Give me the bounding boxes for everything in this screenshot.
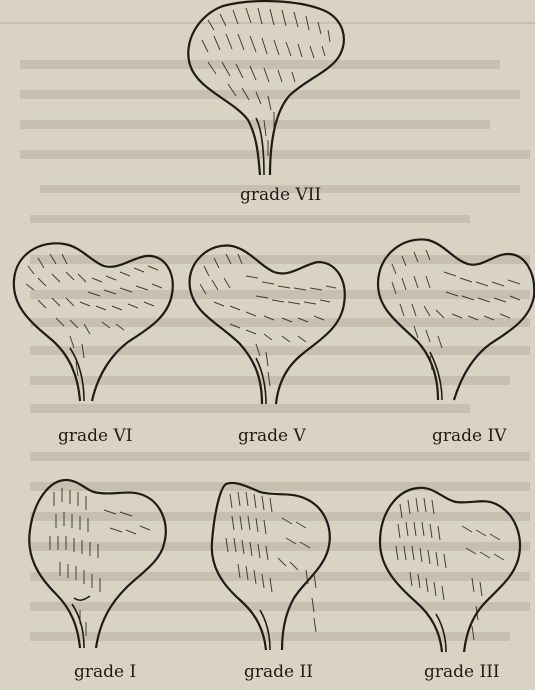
caption-grade-vii: grade VII xyxy=(240,185,321,205)
femur-drawing-grade-iv xyxy=(374,232,535,402)
femur-drawing-grade-vi xyxy=(8,236,180,404)
femur-drawing-grade-ii xyxy=(190,474,360,652)
caption-grade-iii: grade III xyxy=(424,662,500,682)
caption-grade-i: grade I xyxy=(74,662,136,682)
caption-grade-vi: grade VI xyxy=(58,426,132,446)
femur-drawing-grade-i xyxy=(20,470,198,650)
caption-grade-iv: grade IV xyxy=(432,426,506,446)
caption-grade-ii: grade II xyxy=(244,662,313,682)
femur-drawing-grade-iii xyxy=(372,478,535,654)
femur-drawing-grade-vii xyxy=(178,0,368,180)
femur-drawing-grade-v xyxy=(186,240,352,406)
caption-grade-v: grade V xyxy=(238,426,306,446)
